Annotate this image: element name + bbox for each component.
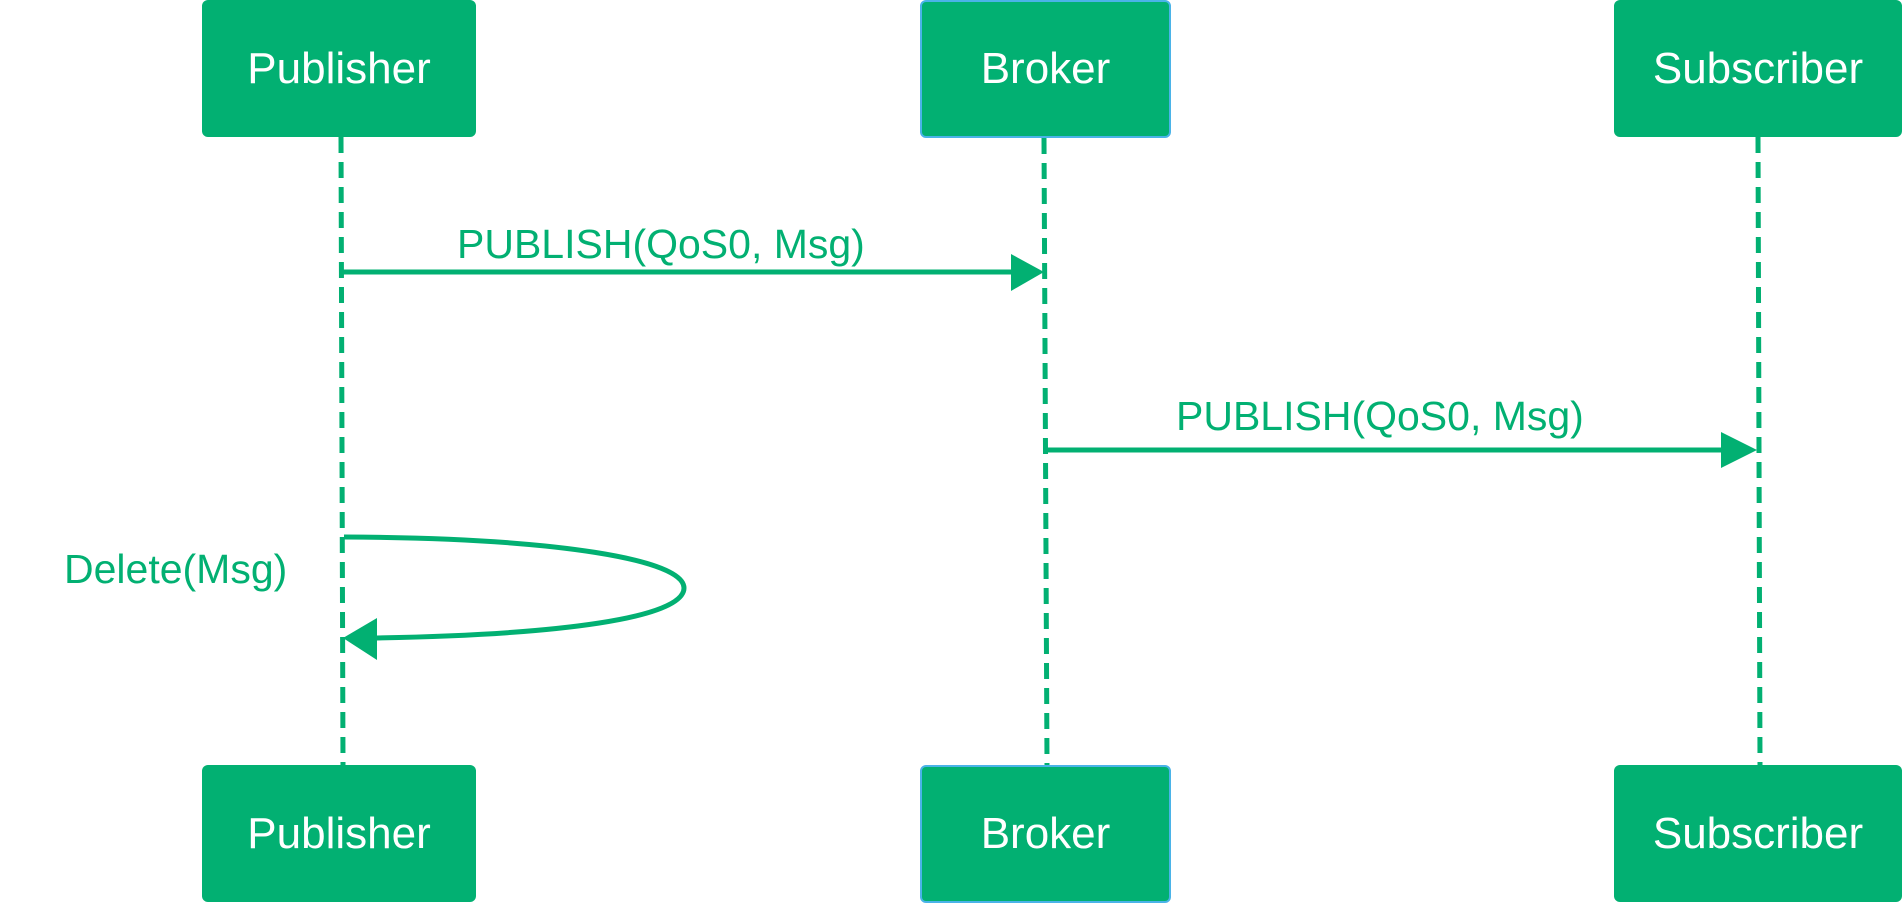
arrowhead-icon xyxy=(1721,432,1757,468)
participant-label: Subscriber xyxy=(1652,808,1864,858)
message-label-self-delete: Delete(Msg) xyxy=(64,546,288,592)
arrowhead-icon xyxy=(343,618,377,660)
message-arrow-self-delete xyxy=(343,534,687,660)
participant-subscriber-top: Subscriber xyxy=(1614,0,1902,137)
message-label-publish-to-subscriber: PUBLISH(QoS0, Msg) xyxy=(1176,393,1584,439)
participant-broker-bottom: Broker xyxy=(920,765,1171,903)
lifeline-broker xyxy=(1041,137,1050,766)
message-label-publish-to-broker: PUBLISH(QoS0, Msg) xyxy=(457,221,865,267)
lifeline-publisher xyxy=(338,136,346,766)
participant-label: Publisher xyxy=(247,43,431,93)
message-arrow-publish-to-subscriber xyxy=(1046,432,1757,468)
participant-label: Subscriber xyxy=(1652,43,1864,93)
participant-publisher-top: Publisher xyxy=(202,0,476,137)
self-loop-path xyxy=(343,534,687,641)
participant-label: Broker xyxy=(980,809,1111,858)
participant-label: Broker xyxy=(980,44,1111,93)
message-arrow-publish-to-broker xyxy=(343,254,1044,291)
participant-broker-top: Broker xyxy=(920,0,1171,138)
lifeline-subscriber xyxy=(1755,136,1763,766)
participant-subscriber-bottom: Subscriber xyxy=(1614,765,1902,902)
participant-publisher-bottom: Publisher xyxy=(202,765,476,902)
participant-label: Publisher xyxy=(247,808,431,858)
arrowhead-icon xyxy=(1011,254,1044,291)
